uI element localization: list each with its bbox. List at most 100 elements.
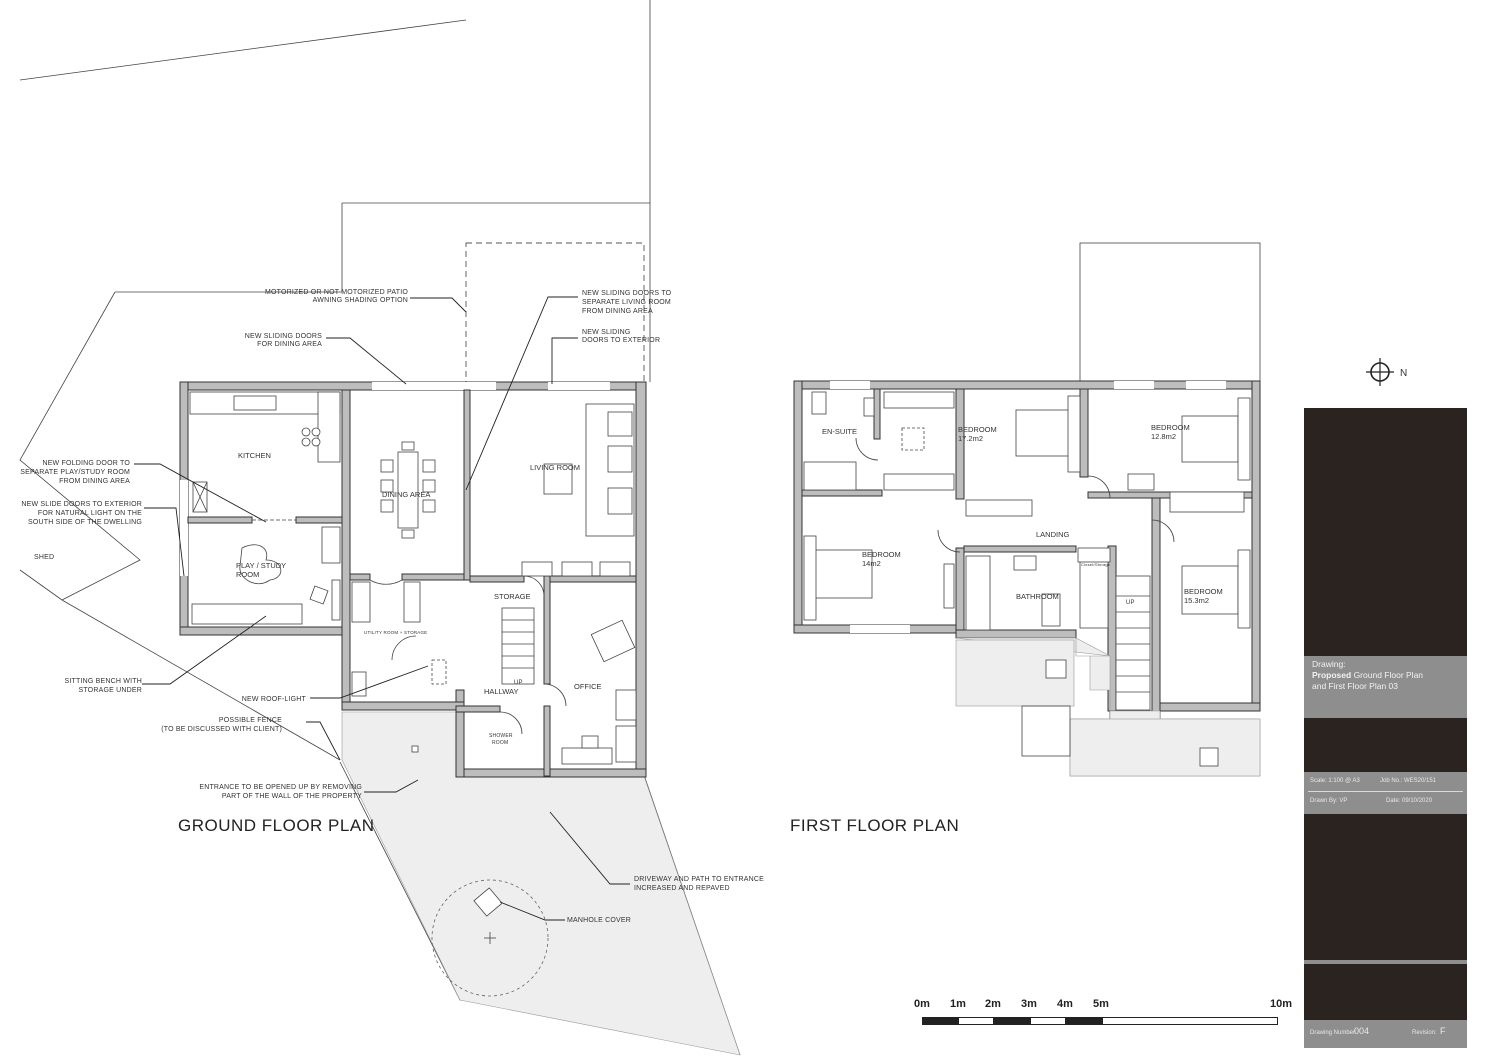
first-floor-roof-outline	[1079, 242, 1261, 383]
svg-text:(TO BE DISCUSSED WITH CLIENT): (TO BE DISCUSSED WITH CLIENT)	[161, 726, 282, 733]
ground-floor-plan-title: GROUND FLOOR PLAN	[178, 816, 374, 835]
svg-text:DRIVEWAY AND PATH TO ENTRANCE: DRIVEWAY AND PATH TO ENTRANCE	[634, 876, 764, 883]
revision: F	[1440, 1026, 1446, 1036]
utility-fixtures	[351, 581, 447, 753]
ground-door-swings	[252, 519, 567, 735]
first-floor-room-labels: EN-SUITE BEDROOM 17.2m2 BEDROOM 12.8m2 B…	[822, 423, 1223, 606]
ground-floor-room-labels: KITCHEN DINING AREA LIVING ROOM PLAY / S…	[34, 451, 602, 746]
scale-label-10m: 10m	[1270, 998, 1293, 1010]
dining-table	[380, 441, 436, 539]
scale-label-5m: 5m	[1093, 998, 1109, 1010]
play-room-furniture	[191, 526, 341, 625]
bedroom-1-area: 17.2m2	[958, 434, 983, 443]
svg-text:NEW SLIDING DOORS: NEW SLIDING DOORS	[245, 333, 322, 340]
utility-room-label: UTILITY ROOM + STORAGE	[364, 630, 427, 635]
svg-text:NEW SLIDE DOORS TO EXTERIOR: NEW SLIDE DOORS TO EXTERIOR	[21, 501, 142, 508]
scale-label-1m: 1m	[950, 998, 966, 1010]
scale-segment	[1066, 1017, 1102, 1025]
ground-floor-walls	[179, 381, 647, 778]
dining-area-label: DINING AREA	[382, 490, 430, 499]
stairs-up-label: UP	[514, 680, 523, 686]
svg-text:NEW SLIDING: NEW SLIDING	[582, 329, 630, 336]
drawing-date: Date: 09/10/2020	[1386, 798, 1433, 804]
ensuite-label: EN-SUITE	[822, 427, 857, 436]
hall-stairs	[501, 607, 535, 685]
shower-room-label-2: ROOM	[492, 740, 508, 746]
living-room-label: LIVING ROOM	[530, 463, 580, 472]
svg-text:POSSIBLE FENCE: POSSIBLE FENCE	[219, 717, 282, 724]
office-label: OFFICE	[574, 682, 602, 691]
kitchen-label: KITCHEN	[238, 451, 271, 460]
drawing-label: Drawing:	[1312, 659, 1346, 669]
title-block: Drawing: Proposed Ground Floor Plan and …	[1304, 408, 1467, 1048]
first-floor-walls	[793, 380, 1261, 723]
svg-text:NEW FOLDING DOOR TO: NEW FOLDING DOOR TO	[42, 460, 130, 467]
landing-label: LANDING	[1036, 530, 1070, 539]
svg-text:INCREASED AND REPAVED: INCREASED AND REPAVED	[634, 885, 730, 892]
svg-text:SOUTH SIDE OF THE DWELLING: SOUTH SIDE OF THE DWELLING	[28, 519, 142, 526]
scale-label-4m: 4m	[1057, 998, 1073, 1010]
bedroom-2-area: 12.8m2	[1151, 432, 1176, 441]
shower-room-label: SHOWER	[489, 733, 513, 739]
title-block-panel	[1304, 718, 1467, 772]
title-block-panel	[1304, 964, 1467, 1020]
leader-lines	[134, 296, 630, 921]
scale-segment	[958, 1017, 994, 1025]
first-floor-plan-title: FIRST FLOOR PLAN	[790, 816, 959, 835]
svg-text:SEPARATE PLAY/STUDY ROOM: SEPARATE PLAY/STUDY ROOM	[20, 469, 130, 476]
svg-text:SEPARATE LIVING ROOM: SEPARATE LIVING ROOM	[582, 299, 671, 306]
svg-text:FOR DINING AREA: FOR DINING AREA	[257, 341, 322, 348]
svg-text:NEW ROOF-LIGHT: NEW ROOF-LIGHT	[242, 696, 307, 703]
office-furniture	[561, 619, 637, 765]
scale-bar: 0m 1m 2m 3m 4m 5m 10m	[910, 998, 1300, 1034]
ground-floor-annotations: MOTORIZED OR NOT MOTORIZED PATIO AWNING …	[20, 289, 764, 924]
first-floor-fixtures	[803, 391, 1251, 711]
drawing-number-label: Drawing Number:	[1310, 1030, 1357, 1036]
svg-text:MANHOLE COVER: MANHOLE COVER	[567, 917, 631, 924]
svg-text:STORAGE UNDER: STORAGE UNDER	[78, 687, 142, 694]
bedroom-3-label: BEDROOM	[862, 550, 901, 559]
project-info-panel: Scale: 1:100 @ A3 Job No.: WES20/151 Dra…	[1304, 772, 1467, 814]
manhole-cover	[473, 887, 503, 917]
scale-label-0m: 0m	[914, 998, 930, 1010]
first-floor-roof-tiles	[955, 637, 1261, 777]
north-arrow-icon: N	[1366, 358, 1407, 386]
tree-symbol	[431, 879, 549, 997]
play-study-label: PLAY / STUDY	[236, 561, 286, 570]
bedroom-3-area: 14m2	[862, 559, 881, 568]
drawing-title-bold: Proposed	[1312, 670, 1352, 680]
drawing-title-rest-2: and First Floor Plan 03	[1312, 681, 1398, 691]
svg-text:ENTRANCE TO BE OPENED UP BY RE: ENTRANCE TO BE OPENED UP BY REMOVING	[199, 784, 362, 791]
bedroom-2-label: BEDROOM	[1151, 423, 1190, 432]
scale-label-2m: 2m	[985, 998, 1001, 1010]
scale-info: Scale: 1:100 @ A3	[1310, 778, 1360, 784]
svg-text:FOR NATURAL LIGHT ON THE: FOR NATURAL LIGHT ON THE	[38, 510, 142, 517]
drawn-by: Drawn By: VP	[1310, 798, 1348, 804]
svg-text:NEW SLIDING DOORS TO: NEW SLIDING DOORS TO	[582, 290, 672, 297]
drawing-number: 004	[1354, 1026, 1370, 1036]
bedroom-4-label: BEDROOM	[1184, 587, 1223, 596]
closet-label: Closet/Storage	[1081, 562, 1111, 567]
title-block-panel	[1304, 814, 1467, 960]
shed-label: SHED	[34, 554, 54, 561]
drawing-title-panel: Drawing: Proposed Ground Floor Plan and …	[1304, 656, 1467, 718]
scale-segment	[994, 1017, 1030, 1025]
svg-text:FROM DINING AREA: FROM DINING AREA	[582, 308, 653, 315]
svg-text:AWNING SHADING OPTION: AWNING SHADING OPTION	[313, 297, 408, 304]
svg-text:SITTING BENCH WITH: SITTING BENCH WITH	[65, 678, 143, 685]
scale-segment	[922, 1017, 958, 1025]
job-number: Job No.: WES20/151	[1380, 778, 1437, 784]
svg-text:PART OF THE WALL OF THE PROPER: PART OF THE WALL OF THE PROPERTY	[222, 793, 362, 800]
svg-text:DOORS TO EXTERIOR: DOORS TO EXTERIOR	[582, 337, 660, 344]
kitchen-fixtures	[189, 391, 341, 513]
drawing-title-rest: Ground Floor Plan	[1351, 670, 1424, 680]
bedroom-4-area: 15.3m2	[1184, 596, 1209, 605]
north-arrow: N	[1366, 358, 1416, 386]
hallway-label: HALLWAY	[484, 687, 518, 696]
revision-label: Revision:	[1412, 1030, 1437, 1036]
first-stairs-up-label: UP	[1126, 600, 1135, 606]
title-block-panel	[1304, 408, 1467, 656]
svg-text:FROM DINING AREA: FROM DINING AREA	[59, 478, 130, 485]
living-room-furniture	[521, 403, 635, 577]
